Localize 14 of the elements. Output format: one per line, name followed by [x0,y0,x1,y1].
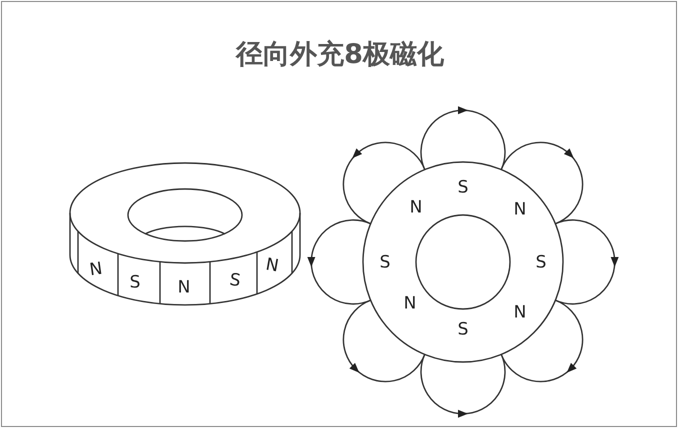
pole-label: S [130,274,140,292]
pole-label: S [536,254,546,272]
pole-label: S [458,180,468,196]
pole-label: S [380,254,390,272]
pole-label: N [410,200,422,216]
pole-label: S [458,322,468,338]
pole-label: N [404,296,416,312]
pole-label: N [514,304,526,322]
pole-label: S [228,272,242,290]
pole-label: N [264,256,280,276]
title: 径向外充8极磁化 [236,38,444,72]
pole-label: N [178,280,190,296]
pole-label: N [514,202,526,218]
pole-label: N [88,260,104,280]
